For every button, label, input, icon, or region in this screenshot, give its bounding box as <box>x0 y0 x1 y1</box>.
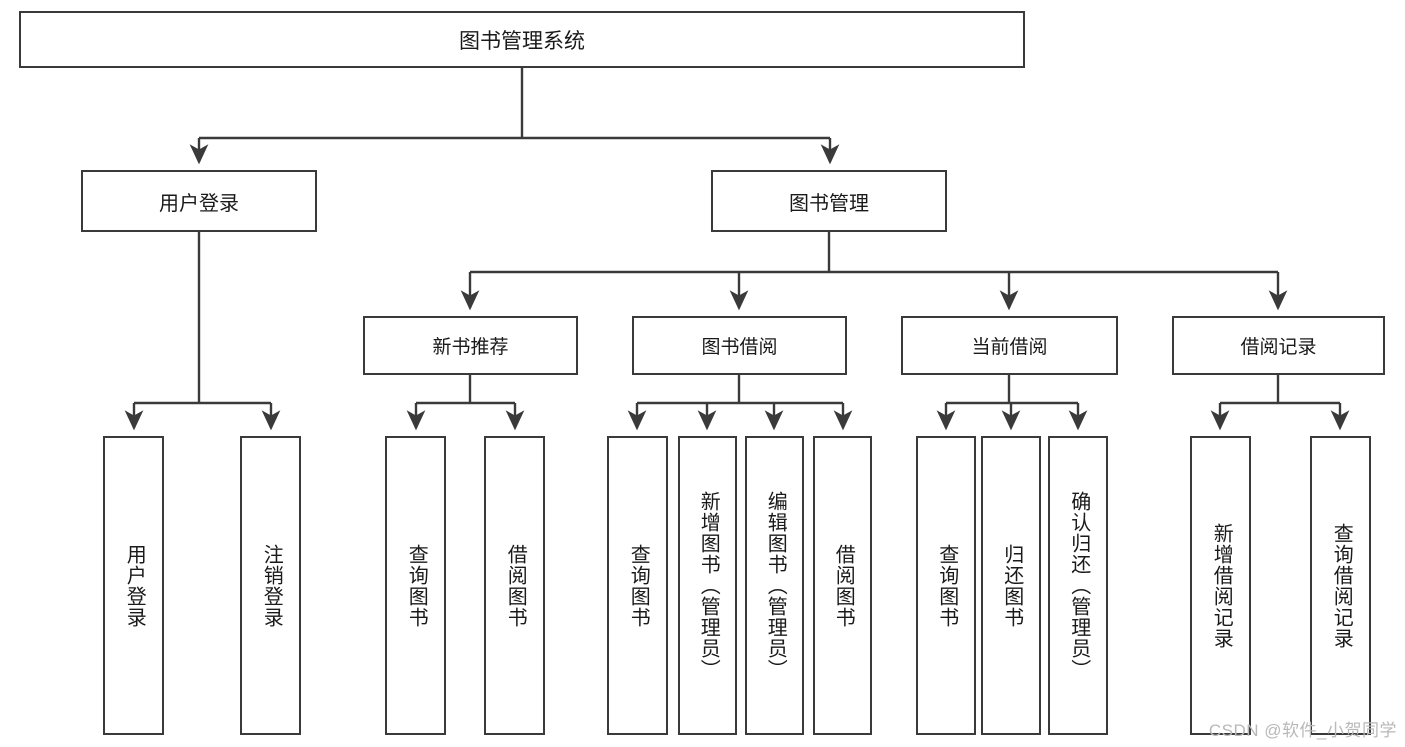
leaf-query-record[interactable]: 查询借阅记录 <box>1310 436 1371 735</box>
node-user-login[interactable]: 用户登录 <box>81 170 317 232</box>
leaf-logout[interactable]: 注销登录 <box>240 436 301 735</box>
leaf-borrow-book-label: 借阅图书 <box>832 543 855 628</box>
leaf-add-record-label: 新增借阅记录 <box>1210 522 1233 649</box>
watermark-text: CSDN @软件_小贺同学 <box>1208 721 1397 740</box>
leaf-query-book-borrow[interactable]: 查询图书 <box>607 436 668 735</box>
leaf-query-book-rec-label: 查询图书 <box>405 543 428 628</box>
leaf-logout-label: 注销登录 <box>260 543 283 628</box>
leaf-confirm-return-label: 确认归还（管理员） <box>1067 491 1090 680</box>
node-current-borrow-label: 当前借阅 <box>971 337 1048 358</box>
leaf-borrow-book-rec-label: 借阅图书 <box>504 543 527 628</box>
node-current-borrow[interactable]: 当前借阅 <box>901 316 1118 375</box>
node-book-borrow[interactable]: 图书借阅 <box>632 316 847 375</box>
leaf-return-book-label: 归还图书 <box>1000 543 1023 628</box>
leaf-query-book-cur[interactable]: 查询图书 <box>916 436 976 735</box>
leaf-confirm-return[interactable]: 确认归还（管理员） <box>1048 436 1108 735</box>
leaf-user-login-label: 用户登录 <box>123 543 146 628</box>
node-book-manage-label: 图书管理 <box>789 192 869 215</box>
leaf-query-record-label: 查询借阅记录 <box>1330 522 1353 649</box>
node-borrow-record-label: 借阅记录 <box>1240 337 1317 358</box>
leaf-query-book-rec[interactable]: 查询图书 <box>385 436 446 735</box>
node-new-book-rec-label: 新书推荐 <box>432 337 509 358</box>
node-new-book-rec[interactable]: 新书推荐 <box>363 316 578 375</box>
node-root-label: 图书管理系统 <box>459 29 585 53</box>
leaf-user-login[interactable]: 用户登录 <box>103 436 164 735</box>
leaf-add-book-label: 新增图书（管理员） <box>697 491 720 680</box>
leaf-borrow-book[interactable]: 借阅图书 <box>813 436 872 735</box>
leaf-add-record[interactable]: 新增借阅记录 <box>1190 436 1251 735</box>
node-root[interactable]: 图书管理系统 <box>19 11 1025 68</box>
node-book-borrow-label: 图书借阅 <box>701 337 778 358</box>
leaf-return-book[interactable]: 归还图书 <box>981 436 1041 735</box>
node-book-manage[interactable]: 图书管理 <box>711 170 947 232</box>
leaf-edit-book-label: 编辑图书（管理员） <box>764 491 787 680</box>
leaf-edit-book[interactable]: 编辑图书（管理员） <box>745 436 804 735</box>
node-user-login-label: 用户登录 <box>159 192 239 215</box>
leaf-borrow-book-rec[interactable]: 借阅图书 <box>484 436 545 735</box>
leaf-add-book[interactable]: 新增图书（管理员） <box>678 436 737 735</box>
leaf-query-book-cur-label: 查询图书 <box>935 543 958 628</box>
node-borrow-record[interactable]: 借阅记录 <box>1172 316 1385 375</box>
leaf-query-book-borrow-label: 查询图书 <box>627 543 650 628</box>
